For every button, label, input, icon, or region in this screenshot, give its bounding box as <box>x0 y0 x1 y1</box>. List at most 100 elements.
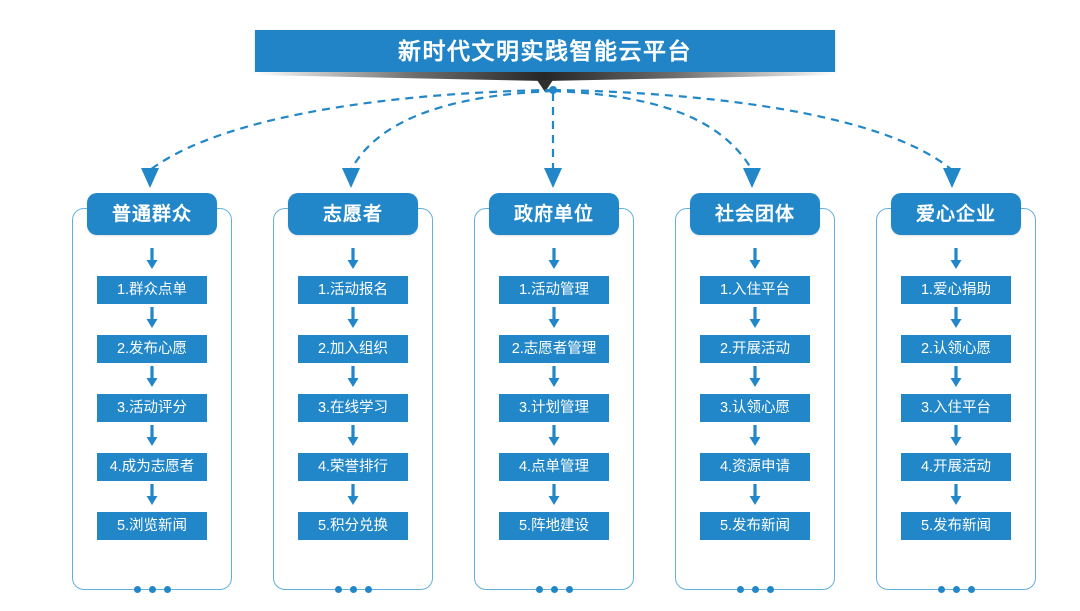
column-header-social-group[interactable]: 社会团体 <box>690 193 820 235</box>
flow-item-label: 1.活动报名 <box>317 281 389 298</box>
flow-item-label: 5.发布新闻 <box>920 517 992 534</box>
arrowhead-volunteer <box>342 168 360 188</box>
flow-arrow-down-icon <box>949 484 963 506</box>
flow-item-charity-enterprise-5[interactable]: 5.发布新闻 <box>901 512 1011 540</box>
connector-to-charity-enterprise <box>552 88 953 171</box>
flow-item-label: 5.积分兑换 <box>317 517 389 534</box>
flow-item-label: 2.志愿者管理 <box>511 340 597 357</box>
more-items-ellipsis-icon <box>700 582 810 596</box>
flow-item-volunteer-2[interactable]: 2.加入组织 <box>298 335 408 363</box>
flow-item-label: 2.加入组织 <box>317 340 389 357</box>
flow-arrow-down-icon <box>145 366 159 388</box>
flow-item-government-1[interactable]: 1.活动管理 <box>499 276 609 304</box>
flow-arrow-down-icon <box>547 425 561 447</box>
flow-arrow-down-icon <box>547 484 561 506</box>
flow-item-label: 5.阵地建设 <box>518 517 590 534</box>
flow-item-social-group-3[interactable]: 3.认领心愿 <box>700 394 810 422</box>
connector-to-social-group <box>552 89 753 171</box>
flow-item-label: 4.资源申请 <box>719 458 791 475</box>
platform-title-bar: 新时代文明实践智能云平台 <box>255 30 835 72</box>
flow-item-label: 3.入住平台 <box>920 399 992 416</box>
flow-item-label: 3.活动评分 <box>116 399 188 416</box>
flow-item-label: 2.开展活动 <box>719 340 791 357</box>
flow-item-public-3[interactable]: 3.活动评分 <box>97 394 207 422</box>
arrowhead-public <box>141 168 159 188</box>
flow-item-volunteer-1[interactable]: 1.活动报名 <box>298 276 408 304</box>
column-header-charity-enterprise[interactable]: 爱心企业 <box>891 193 1021 235</box>
flow-arrow-down-icon <box>949 248 963 270</box>
flow-item-label: 2.认领心愿 <box>920 340 992 357</box>
flow-item-social-group-2[interactable]: 2.开展活动 <box>700 335 810 363</box>
more-items-ellipsis-icon <box>499 582 609 596</box>
flow-item-label: 1.群众点单 <box>116 281 188 298</box>
flow-item-label: 1.入住平台 <box>719 281 791 298</box>
flow-item-social-group-4[interactable]: 4.资源申请 <box>700 453 810 481</box>
arrowhead-charity-enterprise <box>943 168 961 188</box>
flow-item-public-5[interactable]: 5.浏览新闻 <box>97 512 207 540</box>
column-header-label: 政府单位 <box>513 203 594 225</box>
flow-item-social-group-5[interactable]: 5.发布新闻 <box>700 512 810 540</box>
flow-item-volunteer-3[interactable]: 3.在线学习 <box>298 394 408 422</box>
flow-item-charity-enterprise-1[interactable]: 1.爱心捐助 <box>901 276 1011 304</box>
flow-item-label: 5.浏览新闻 <box>116 517 188 534</box>
flow-item-charity-enterprise-4[interactable]: 4.开展活动 <box>901 453 1011 481</box>
flow-item-label: 1.爱心捐助 <box>920 281 992 298</box>
flow-item-public-1[interactable]: 1.群众点单 <box>97 276 207 304</box>
more-items-ellipsis-icon <box>298 582 408 596</box>
flow-item-label: 2.发布心愿 <box>116 340 188 357</box>
column-header-label: 爱心企业 <box>915 203 996 225</box>
flow-arrow-down-icon <box>547 248 561 270</box>
flow-arrow-down-icon <box>748 484 762 506</box>
flow-arrow-down-icon <box>346 307 360 329</box>
flow-item-social-group-1[interactable]: 1.入住平台 <box>700 276 810 304</box>
column-header-label: 志愿者 <box>322 203 383 225</box>
flow-item-charity-enterprise-2[interactable]: 2.认领心愿 <box>901 335 1011 363</box>
flow-item-label: 3.计划管理 <box>518 399 590 416</box>
flow-item-government-4[interactable]: 4.点单管理 <box>499 453 609 481</box>
flow-item-label: 1.活动管理 <box>518 281 590 298</box>
flow-arrow-down-icon <box>748 307 762 329</box>
flow-arrow-down-icon <box>547 366 561 388</box>
flow-arrow-down-icon <box>145 425 159 447</box>
banner-ribbon-shadow <box>255 72 835 92</box>
more-items-ellipsis-icon <box>901 582 1011 596</box>
arrowhead-government <box>544 168 562 188</box>
flow-item-public-2[interactable]: 2.发布心愿 <box>97 335 207 363</box>
flow-arrow-down-icon <box>748 248 762 270</box>
flow-item-government-5[interactable]: 5.阵地建设 <box>499 512 609 540</box>
flow-arrow-down-icon <box>346 484 360 506</box>
flow-item-government-2[interactable]: 2.志愿者管理 <box>499 335 609 363</box>
flow-item-charity-enterprise-3[interactable]: 3.入住平台 <box>901 394 1011 422</box>
flow-arrow-down-icon <box>949 425 963 447</box>
arrowhead-social-group <box>743 168 761 188</box>
more-items-ellipsis-icon <box>97 582 207 596</box>
flow-arrow-down-icon <box>748 366 762 388</box>
flow-item-government-3[interactable]: 3.计划管理 <box>499 394 609 422</box>
flow-item-label: 5.发布新闻 <box>719 517 791 534</box>
connector-to-volunteer <box>350 89 554 171</box>
column-header-label: 社会团体 <box>714 203 795 225</box>
flow-arrow-down-icon <box>346 248 360 270</box>
flow-arrow-down-icon <box>949 307 963 329</box>
page-title: 新时代文明实践智能云平台 <box>398 37 692 64</box>
flow-arrow-down-icon <box>346 425 360 447</box>
flow-arrow-down-icon <box>145 307 159 329</box>
flow-item-label: 4.点单管理 <box>518 458 590 475</box>
flow-item-label: 4.荣誉排行 <box>317 458 389 475</box>
flow-arrow-down-icon <box>547 307 561 329</box>
flow-item-label: 4.开展活动 <box>920 458 992 475</box>
flow-arrow-down-icon <box>145 248 159 270</box>
column-header-government[interactable]: 政府单位 <box>489 193 619 235</box>
column-header-volunteer[interactable]: 志愿者 <box>288 193 418 235</box>
column-header-public[interactable]: 普通群众 <box>87 193 217 235</box>
flow-item-label: 3.认领心愿 <box>719 399 791 416</box>
flow-item-label: 4.成为志愿者 <box>109 458 195 475</box>
flow-arrow-down-icon <box>346 366 360 388</box>
flow-item-volunteer-5[interactable]: 5.积分兑换 <box>298 512 408 540</box>
flow-item-public-4[interactable]: 4.成为志愿者 <box>97 453 207 481</box>
platform-title-block: 新时代文明实践智能云平台 <box>255 30 835 92</box>
column-header-label: 普通群众 <box>111 203 192 225</box>
flow-arrow-down-icon <box>949 366 963 388</box>
flow-item-volunteer-4[interactable]: 4.荣誉排行 <box>298 453 408 481</box>
